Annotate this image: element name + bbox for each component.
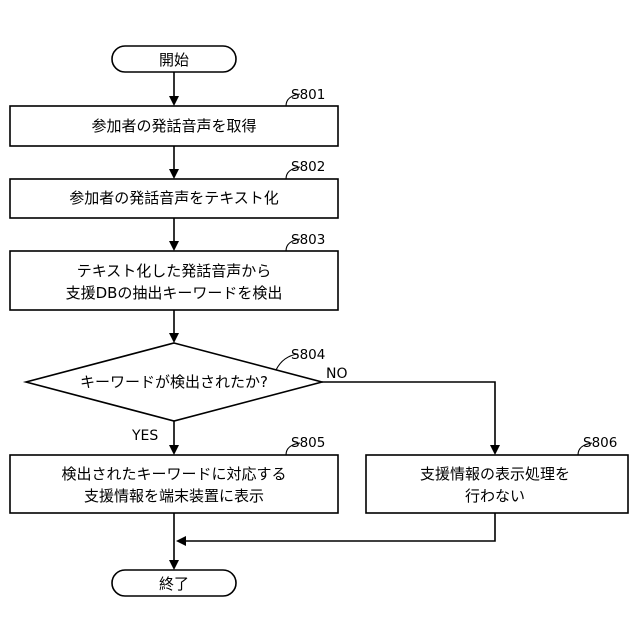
process-label: 参加者の発話音声を取得 [91, 117, 256, 135]
process-label-line-1: 検出されたキーワードに対応する [61, 465, 286, 483]
step-number: S804 [291, 347, 325, 363]
process-label-line-2: 支援DBの抽出キーワードを検出 [66, 284, 283, 302]
arrowhead [169, 333, 179, 343]
connector-s806-merge [184, 513, 495, 541]
decision-label: キーワードが検出されたか? [80, 373, 268, 391]
end-label: 終了 [159, 575, 189, 593]
process-label-line-2: 支援情報を端末装置に表示 [84, 487, 264, 505]
step-number: S802 [291, 159, 325, 175]
connector-s804-s806-no [322, 382, 495, 447]
end-terminal: 終了 [112, 570, 236, 596]
arrowhead [490, 445, 500, 455]
arrowhead [169, 241, 179, 251]
arrowhead [169, 96, 179, 106]
process-label-line-2: 行わない [465, 487, 525, 505]
arrowhead [169, 169, 179, 179]
process-label-line-1: テキスト化した発話音声から [77, 262, 272, 280]
arrowhead [169, 560, 179, 570]
decision-s804: キーワードが検出されたか? S804 NO YES [26, 343, 348, 444]
step-number: S801 [291, 87, 325, 103]
no-branch-label: NO [326, 366, 348, 382]
arrowhead [176, 536, 186, 546]
process-label-line-1: 支援情報の表示処理を [420, 465, 570, 483]
step-number: S806 [583, 435, 617, 451]
start-label: 開始 [159, 51, 189, 69]
arrowhead [169, 445, 179, 455]
process-label: 参加者の発話音声をテキスト化 [69, 189, 279, 207]
yes-branch-label: YES [131, 428, 158, 444]
start-terminal: 開始 [112, 46, 236, 72]
step-number: S805 [291, 435, 325, 451]
step-number: S803 [291, 232, 325, 248]
